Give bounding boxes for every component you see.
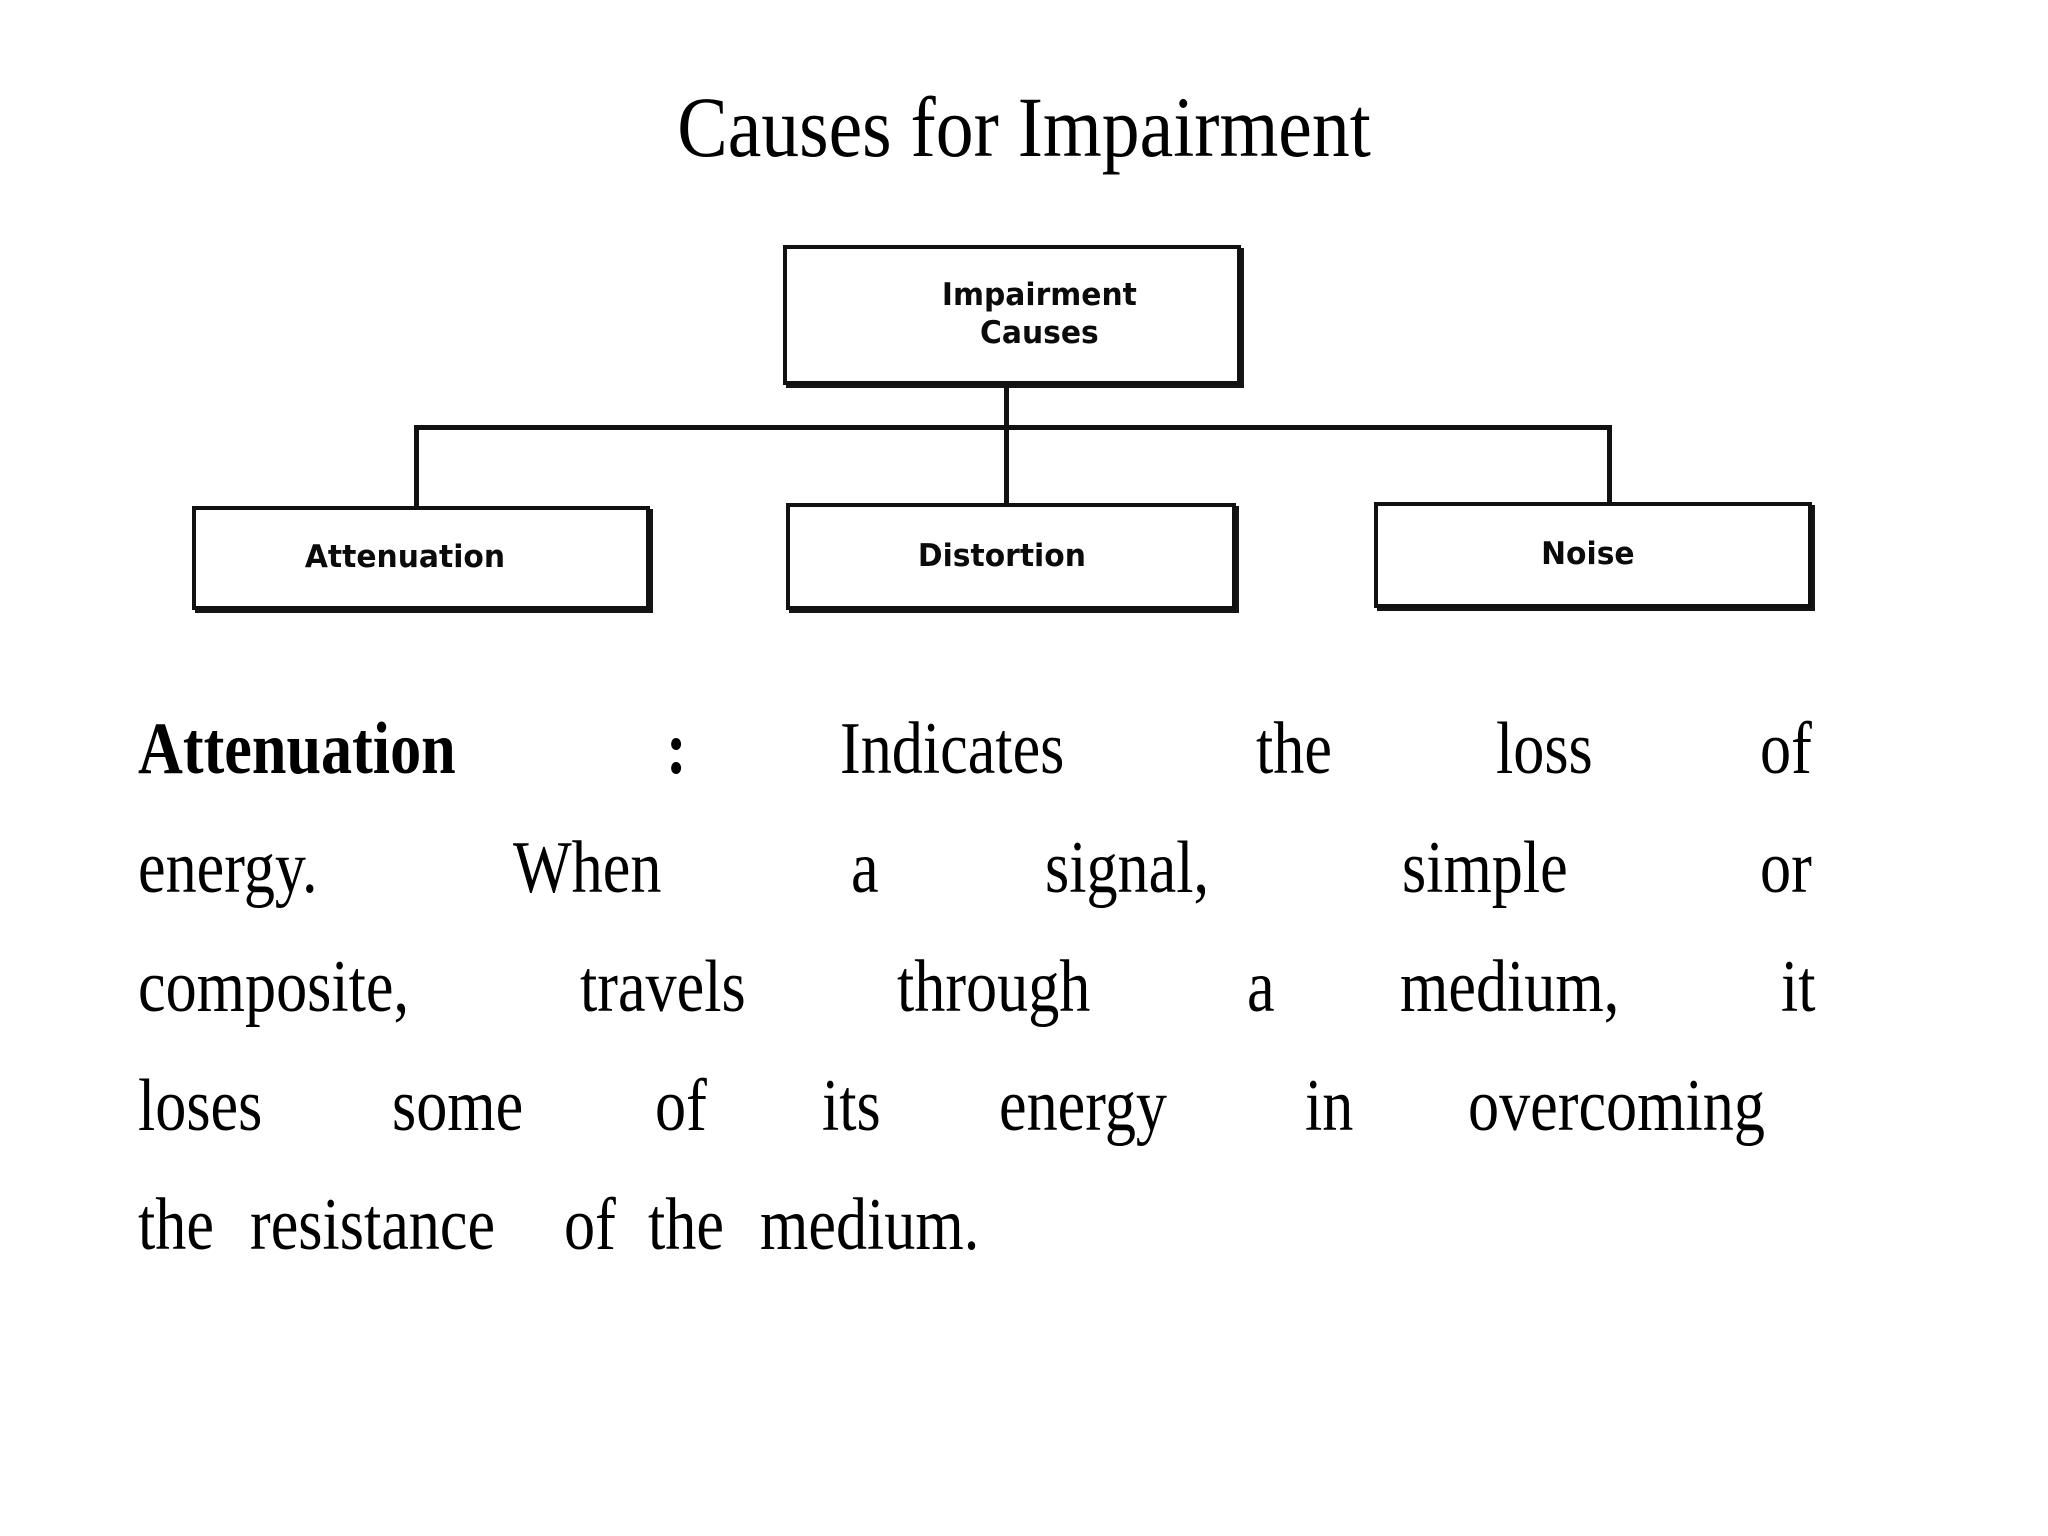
paragraph-word: loses <box>138 1065 263 1147</box>
page-title: Causes for Impairment <box>677 79 1371 175</box>
paragraph-word: signal, <box>1045 827 1210 909</box>
connector-drop-noise <box>1607 428 1612 504</box>
paragraph-word: in <box>1304 1065 1354 1147</box>
paragraph-word: it <box>1780 946 1816 1028</box>
paragraph-word: energy <box>998 1065 1167 1147</box>
paragraph-word: a <box>1247 946 1276 1028</box>
diagram-node-distortion: Distortion <box>786 503 1236 610</box>
paragraph-line: Attenuation: Indicates the loss of <box>138 690 1822 809</box>
paragraph-word: the <box>647 1184 724 1266</box>
impairment-causes-diagram: Impairment Causes Attenuation Distortion… <box>0 0 2048 660</box>
diagram-node-label: Noise <box>1541 536 1635 573</box>
paragraph-word: energy. <box>138 827 318 909</box>
diagram-node-label: Attenuation <box>304 539 505 576</box>
paragraph-word: of <box>654 1065 707 1147</box>
paragraph-line: composite, travels through a medium, it <box>138 928 1822 1047</box>
paragraph-word: its <box>822 1065 882 1147</box>
paragraph-word: When <box>513 827 662 909</box>
paragraph-word: travels <box>580 946 747 1028</box>
paragraph-word: a <box>851 827 879 909</box>
connector-drop-distortion <box>1004 428 1009 506</box>
diagram-node-attenuation: Attenuation <box>192 506 650 610</box>
paragraph-word: simple <box>1401 827 1568 909</box>
paragraph-word: loss <box>1495 708 1593 790</box>
diagram-node-impairment-causes: Impairment Causes <box>783 245 1241 385</box>
diagram-node-label: Impairment Causes <box>887 277 1138 353</box>
paragraph-word: the <box>1256 708 1332 790</box>
paragraph-word: the <box>138 1184 214 1266</box>
paragraph-line: energy. When a signal, simple or <box>138 809 1822 928</box>
diagram-node-label: Distortion <box>918 537 1087 574</box>
connector-root-stem <box>1004 385 1009 429</box>
paragraph-word: some <box>392 1065 524 1147</box>
connector-drop-attenuation <box>414 428 419 508</box>
paragraph-word: composite, <box>138 946 410 1028</box>
paragraph-word: Indicates <box>839 708 1064 790</box>
paragraph-word: Attenuation <box>138 708 456 790</box>
paragraph-word: : <box>665 708 687 790</box>
paragraph-word: or <box>1760 827 1813 909</box>
paragraph-word: of <box>564 1184 616 1266</box>
paragraph-word: through <box>897 946 1091 1028</box>
paragraph-word: medium. <box>760 1184 980 1266</box>
paragraph-word: of <box>1760 708 1813 790</box>
diagram-node-label-line2: Causes <box>980 315 1100 351</box>
paragraph-line: loses some of its energy in overcoming <box>138 1047 1822 1166</box>
diagram-node-noise: Noise <box>1374 502 1812 608</box>
body-paragraph: Attenuation: Indicates the loss of energy. Whe… <box>138 690 1822 1285</box>
paragraph-word: resistance <box>250 1184 496 1266</box>
paragraph-word: overcoming <box>1468 1065 1766 1147</box>
paragraph-word: medium, <box>1400 946 1620 1028</box>
connector-horizontal-bus <box>414 425 1612 430</box>
diagram-node-label-line1: Impairment <box>942 277 1138 314</box>
